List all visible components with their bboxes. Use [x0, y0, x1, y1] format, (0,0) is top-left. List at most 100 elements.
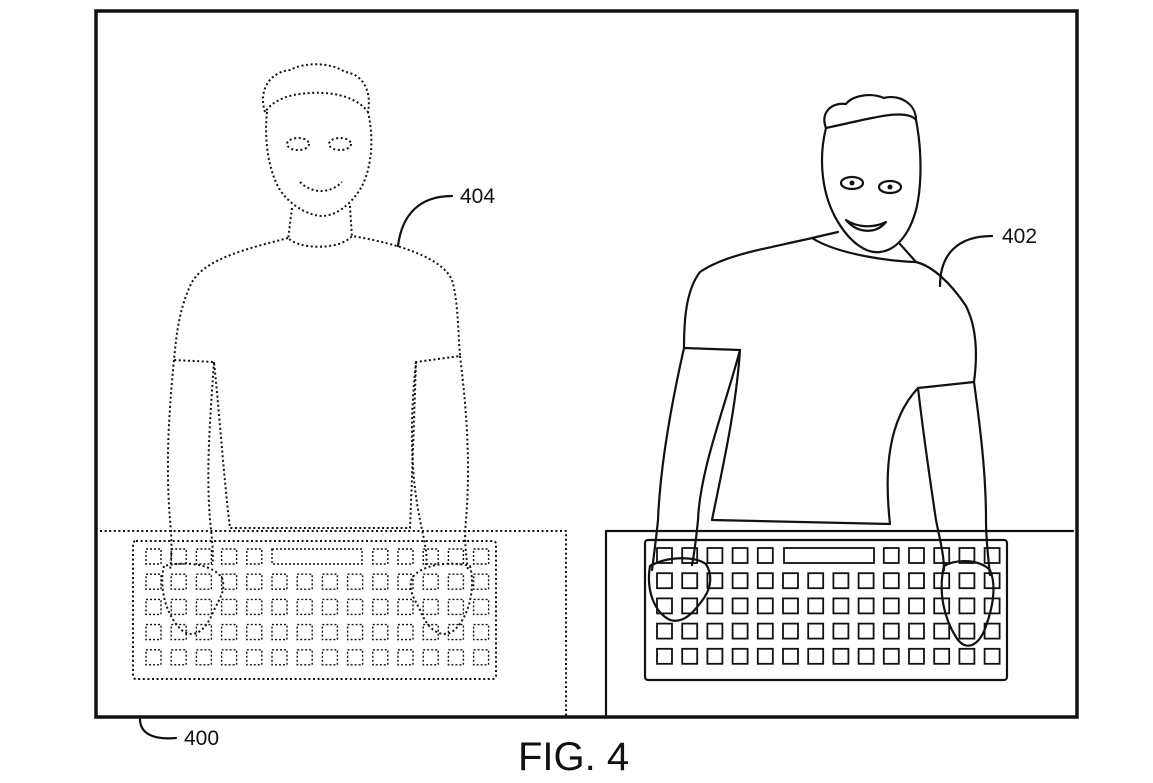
virtual-user-right-eye	[328, 137, 352, 151]
keyboard-key	[170, 598, 187, 616]
real-user-right-pupil	[887, 184, 893, 190]
keyboard-key	[882, 597, 900, 615]
keyboard-key	[857, 572, 875, 590]
keyboard-key	[832, 572, 850, 590]
real-user-torso	[682, 236, 978, 526]
keyboard-key	[195, 548, 213, 565]
virtual-user-mouth	[299, 181, 343, 192]
keyboard-key	[807, 597, 825, 615]
keyboard-key	[372, 573, 389, 590]
keyboard-key	[782, 597, 799, 615]
keyboard-key	[706, 622, 724, 640]
keyboard-key	[908, 597, 925, 615]
keyboard-key	[447, 573, 465, 590]
keyboard-key	[857, 647, 875, 665]
keyboard-key	[246, 548, 263, 565]
keyboard-key	[731, 547, 749, 564]
label-400: 400	[184, 727, 219, 750]
keyboard-key	[422, 623, 439, 641]
keyboard-key	[397, 623, 414, 641]
keyboard-key	[296, 649, 313, 666]
real-user-hair	[823, 94, 918, 130]
keyboard-key	[882, 622, 900, 640]
keyboard-key	[472, 598, 490, 616]
keyboard-key	[422, 649, 439, 666]
real-user-left-pupil	[849, 180, 855, 186]
keyboard-key	[933, 622, 951, 640]
keyboard-key	[882, 572, 900, 590]
keyboard-key	[246, 649, 263, 666]
keyboard-key	[271, 598, 288, 616]
keyboard-key	[933, 647, 951, 665]
keyboard-key	[346, 598, 364, 616]
keyboard-key	[195, 573, 213, 590]
keyboard-key	[397, 548, 414, 565]
keyboard-key	[271, 649, 288, 666]
keyboard-key	[656, 622, 673, 640]
keyboard-key	[908, 547, 925, 564]
keyboard-key	[271, 573, 288, 590]
keyboard-key	[397, 598, 414, 616]
keyboard-key	[346, 573, 364, 590]
keyboard-spacebar	[783, 547, 875, 564]
keyboard-key	[656, 597, 673, 615]
keyboard-key	[246, 573, 263, 590]
keyboard-key	[447, 649, 465, 666]
keyboard-key	[372, 598, 389, 616]
keyboard-key	[681, 572, 699, 590]
keyboard-key	[372, 548, 389, 565]
virtual-keyboard-keys	[145, 548, 490, 666]
real-user-head	[820, 118, 922, 254]
keyboard-key	[372, 623, 389, 641]
keyboard-key	[882, 547, 900, 564]
real-user-left-eye	[839, 175, 865, 191]
virtual-desk	[100, 530, 567, 716]
keyboard-key	[246, 623, 263, 641]
keyboard-key	[195, 649, 213, 666]
keyboard-key	[731, 572, 749, 590]
keyboard-key	[731, 597, 749, 615]
keyboard-key	[958, 647, 976, 665]
keyboard-key	[857, 622, 875, 640]
real-user-mouth	[844, 218, 888, 232]
keyboard-key	[296, 623, 313, 641]
keyboard-key	[422, 573, 439, 590]
keyboard-key	[397, 649, 414, 666]
keyboard-key	[372, 649, 389, 666]
keyboard-key	[422, 598, 439, 616]
keyboard-key	[756, 622, 774, 640]
virtual-user-left-arm	[166, 359, 215, 571]
keyboard-key	[731, 647, 749, 665]
keyboard-key	[782, 622, 799, 640]
keyboard-key	[782, 572, 799, 590]
real-keyboard	[643, 538, 1009, 682]
keyboard-key	[472, 573, 490, 590]
keyboard-key	[447, 623, 465, 641]
keyboard-key	[195, 598, 213, 616]
keyboard-key	[170, 573, 187, 590]
real-user-right-eye	[877, 179, 903, 195]
keyboard-key	[857, 597, 875, 615]
keyboard-key	[145, 623, 162, 641]
real-user-neck	[810, 230, 918, 264]
keyboard-key	[220, 649, 238, 666]
keyboard-key	[321, 623, 339, 641]
keyboard-key	[472, 548, 490, 565]
keyboard-key	[170, 649, 187, 666]
keyboard-key	[807, 572, 825, 590]
keyboard-key	[832, 597, 850, 615]
keyboard-key	[882, 647, 900, 665]
leader-line-400	[138, 717, 178, 740]
keyboard-key	[731, 622, 749, 640]
keyboard-key	[782, 647, 799, 665]
keyboard-key	[756, 597, 774, 615]
keyboard-key	[220, 548, 238, 565]
keyboard-key	[447, 548, 465, 565]
keyboard-key	[832, 647, 850, 665]
real-user-left-hand	[647, 557, 712, 622]
virtual-user-head	[265, 111, 373, 217]
label-402: 402	[1002, 225, 1037, 248]
keyboard-key	[145, 573, 162, 590]
keyboard-key	[346, 649, 364, 666]
